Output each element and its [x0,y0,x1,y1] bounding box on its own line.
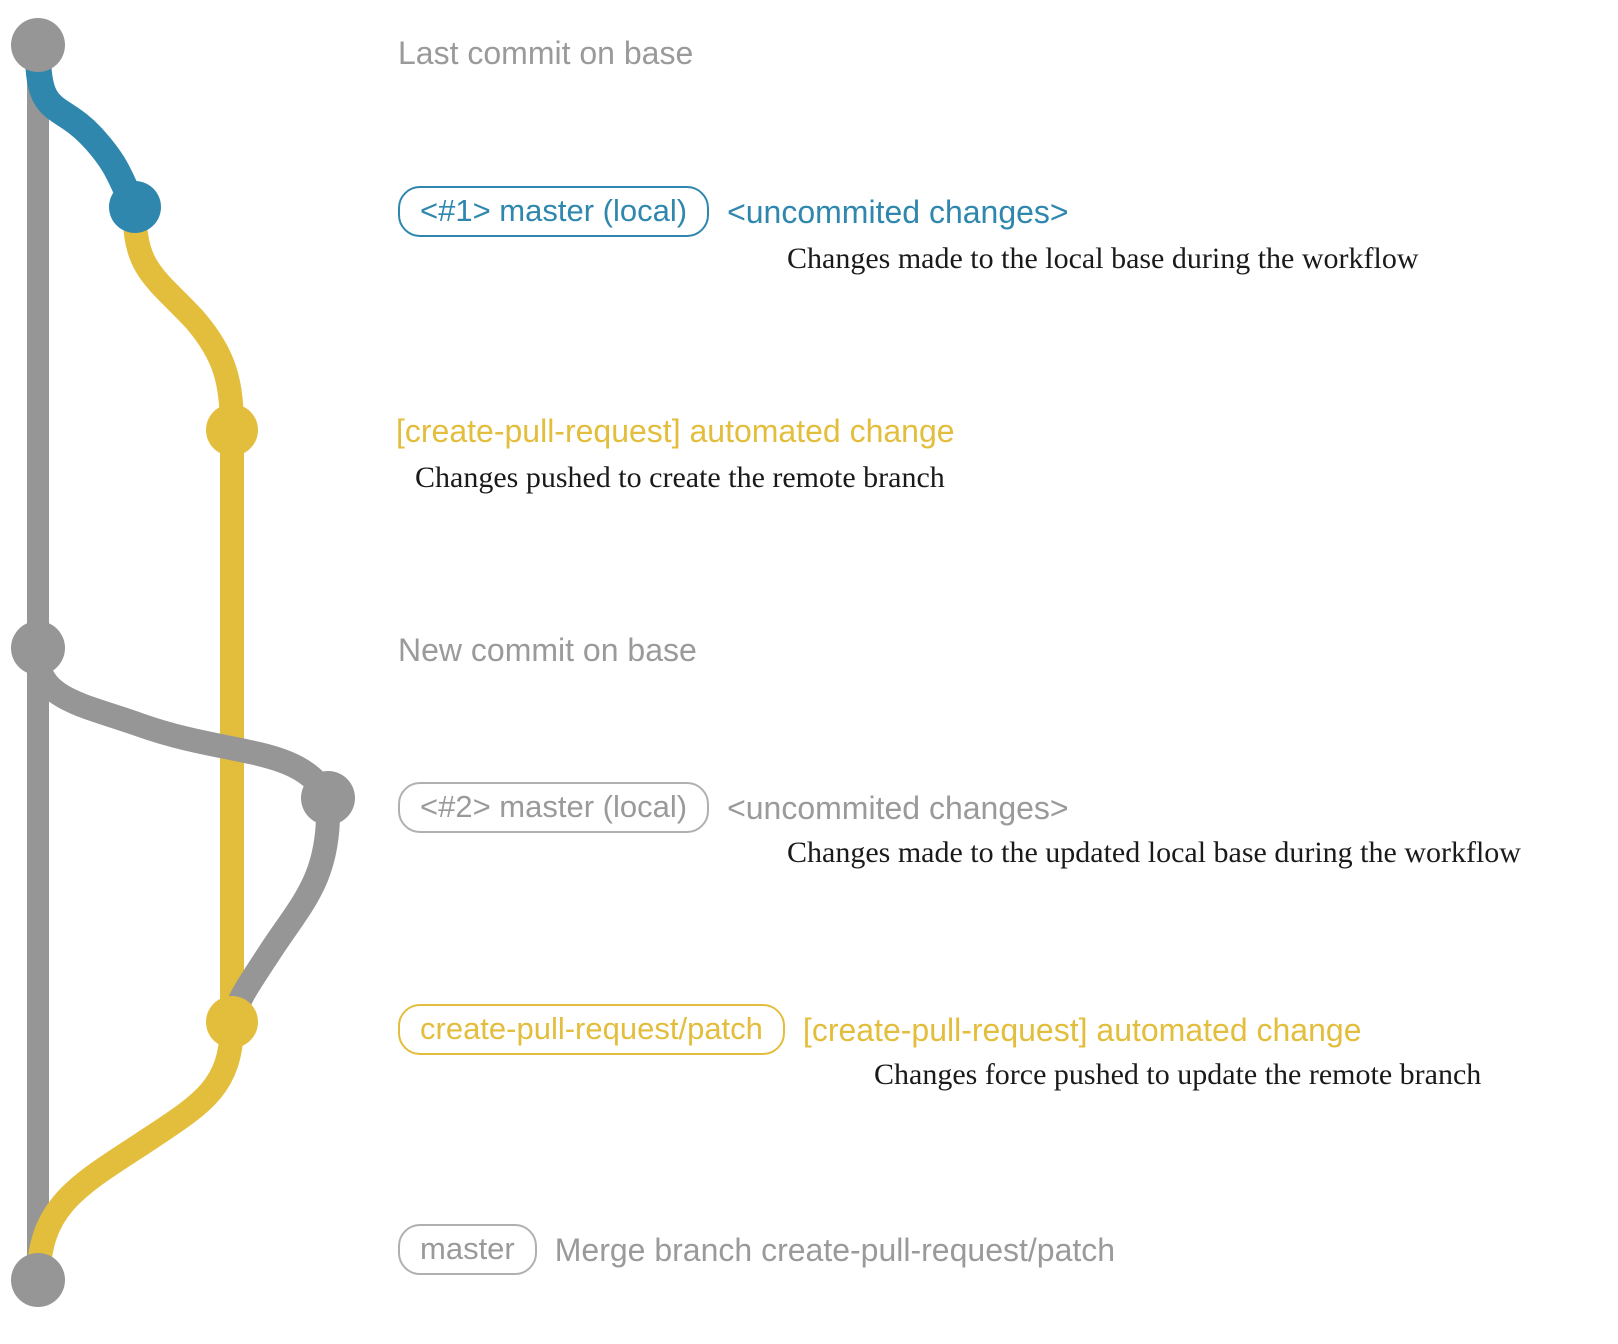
commit-node-base-last[interactable] [11,18,65,72]
commit-node-patch-2[interactable] [206,996,258,1048]
description-master-local-1: Changes made to the local base during th… [787,242,1419,275]
edge-basenew-to-local2 [26,643,340,810]
row-master-local-2: <#2> master (local) <uncommited changes> [398,782,1069,833]
commit-message-merge: Merge branch create-pull-request/patch [554,1231,1116,1268]
branch-badge-master-local-1[interactable]: <#1> master (local) [398,186,710,237]
description-automated-change-2: Changes force pushed to update the remot… [874,1058,1482,1091]
branch-badge-master[interactable]: master [398,1224,537,1275]
commit-message-automated-change-2: [create-pull-request] automated change [802,1011,1362,1048]
commit-message-master-local-1: <uncommited changes> [727,193,1069,230]
label-new-commit-on-base: New commit on base [398,632,697,668]
row-master-local-1: <#1> master (local) <uncommited changes> [398,186,1069,237]
description-automated-change-1: Changes pushed to create the remote bran… [415,461,945,494]
commit-node-merge[interactable] [11,1253,65,1307]
edge-patch2-to-merge [26,1016,244,1292]
label-automated-change-1: [create-pull-request] automated change [396,413,955,449]
edge-local1-to-patch1 [123,206,244,442]
row-merge-commit: master Merge branch create-pull-request/… [398,1224,1115,1275]
commit-node-local-1[interactable] [109,181,161,233]
row-automated-change-2: create-pull-request/patch [create-pull-r… [398,1004,1361,1055]
edge-base-to-local1 [25,39,148,220]
commit-node-local-2[interactable] [301,771,355,825]
commit-message-master-local-2: <uncommited changes> [727,789,1069,826]
edge-local2-to-patch2 [220,793,341,1034]
branch-badge-create-pull-request-patch[interactable]: create-pull-request/patch [398,1004,785,1055]
branch-badge-master-local-2[interactable]: <#2> master (local) [398,782,710,833]
description-master-local-2: Changes made to the updated local base d… [787,836,1521,869]
commit-node-patch-1[interactable] [206,404,258,456]
label-last-commit-on-base: Last commit on base [398,35,694,71]
commit-node-base-new[interactable] [11,621,65,675]
